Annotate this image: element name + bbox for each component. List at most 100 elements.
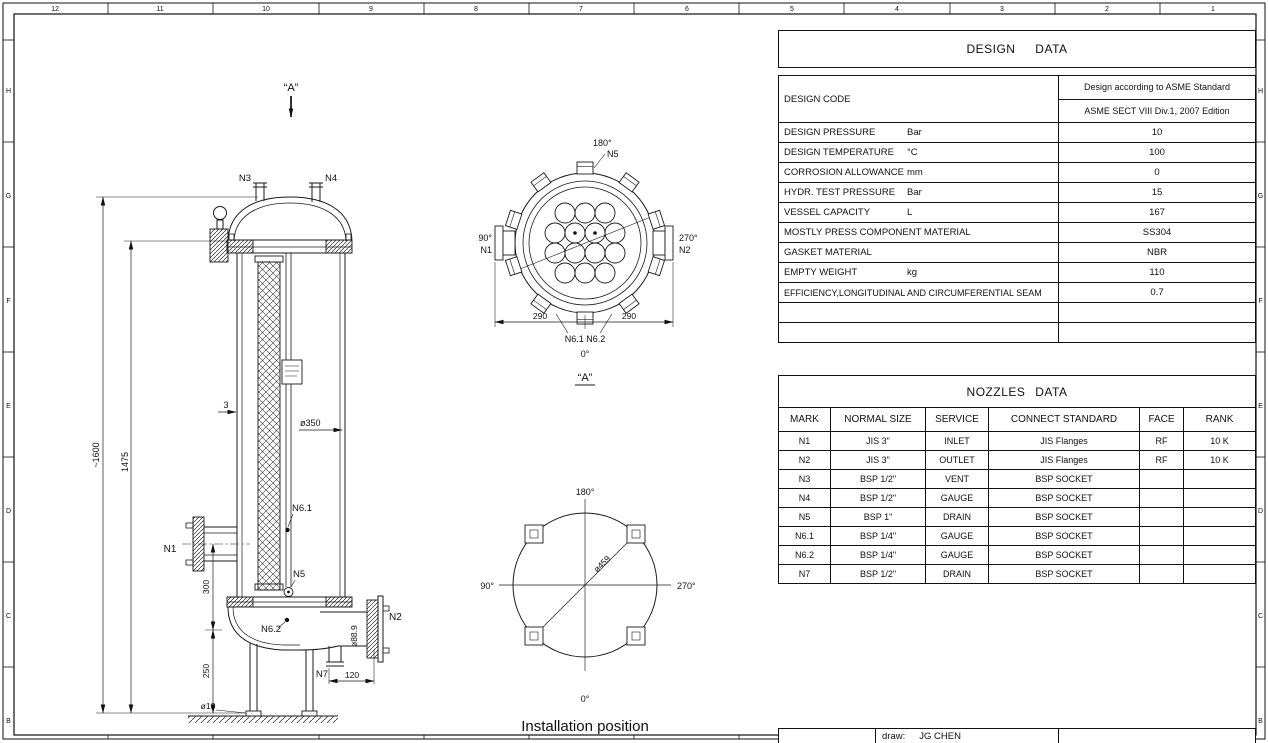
nozzle-label-n2: N2: [389, 612, 402, 623]
dim-shell-diameter: ø350: [300, 418, 321, 428]
grid-row-label: F: [6, 298, 10, 305]
title-block-cell: [779, 729, 876, 743]
grid-row-label: B: [6, 718, 11, 725]
nozzle-label-n5: N5: [293, 569, 305, 580]
nozzle-label-n6-1: N6.1: [292, 503, 312, 514]
design-data-title: DESIGN DATA: [778, 30, 1256, 68]
dim-wall-thickness: 3: [223, 400, 228, 410]
grid-col-label: 5: [790, 6, 794, 13]
row-value: 167: [1149, 207, 1165, 218]
dim-overall-height: ~1600: [91, 442, 101, 467]
row-unit: °C: [907, 147, 918, 158]
table-row-design-code: DESIGN CODE Design according to ASME Sta…: [779, 76, 1255, 122]
table-row: GASKET MATERIAL NBR: [779, 242, 1255, 262]
design-code-value-top: Design according to ASME Standard: [1083, 82, 1231, 93]
grid-row-label: E: [1258, 403, 1263, 410]
dim-250: 250: [201, 664, 211, 678]
grid-row-label: D: [6, 508, 11, 515]
nozzle-label-n6-section: N6.1 N6.2: [565, 334, 606, 344]
row-label: HYDR. TEST PRESSURE: [784, 187, 896, 198]
table-row-empty: [779, 302, 1255, 322]
design-code-value-bottom: ASME SECT VIII Div.1, 2007 Edition: [1059, 98, 1255, 123]
row-label: MOSTLY PRESS COMPONENT MATERIAL: [784, 227, 971, 238]
row-value: 0.7: [1150, 287, 1164, 298]
row-label: DESIGN CODE: [784, 93, 851, 105]
column-header: FACE: [1140, 408, 1184, 431]
row-unit: kg: [907, 267, 918, 278]
dim-anchor-bolt: ø18: [201, 701, 216, 711]
table-row: VESSEL CAPACITY L 167: [779, 202, 1255, 222]
angle-label-90: 90°: [478, 233, 492, 243]
dim-300: 300: [201, 580, 211, 594]
angle-label-180: 180°: [593, 138, 612, 148]
draw-value: JG CHEN: [919, 731, 961, 742]
dim-290-left: 290: [533, 311, 547, 321]
row-value: 15: [1151, 187, 1163, 198]
nozzle-label-n7: N7: [316, 669, 328, 680]
grid-col-label: 3: [1000, 6, 1004, 13]
grid-col-label: 4: [895, 6, 899, 13]
draw-label: draw:: [882, 731, 906, 742]
vessel-elevation-drawing: [96, 96, 390, 723]
section-view-labels: 180° N5 90° N1 270° N2 290 290 N6.1 N6.2…: [478, 138, 698, 384]
grid-row-label: H: [1258, 88, 1263, 95]
dim-inner-height: 1475: [120, 452, 130, 472]
angle-label-0: 0°: [581, 349, 590, 359]
row-unit: L: [907, 207, 913, 218]
grid-row-label: G: [6, 193, 11, 200]
installation-caption: Installation position: [521, 718, 649, 735]
angle-label-180-install: 180°: [576, 487, 595, 497]
grid-col-label: 10: [262, 6, 270, 13]
row-unit: Bar: [907, 127, 922, 138]
nozzle-label-n2-section: N2: [679, 245, 691, 255]
grid-row-label: C: [1258, 613, 1263, 620]
grid-row-label: C: [6, 613, 11, 620]
angle-label-270: 270°: [679, 233, 698, 243]
nozzles-data-panel: NOZZLES DATA MARK NORMAL SIZE SERVICE CO…: [778, 375, 1256, 584]
row-unit: mm: [907, 167, 923, 178]
row-value: 10: [1151, 127, 1163, 138]
row-label: DESIGN TEMPERATURE: [784, 147, 894, 158]
row-label: VESSEL CAPACITY: [784, 207, 871, 218]
vessel-elevation-labels: “A” N3 N4 N1 N2 N6.1 N5 N6.2 N7 ~1600 14…: [91, 82, 402, 711]
row-value: NBR: [1146, 247, 1168, 258]
nozzle-label-n5-section: N5: [607, 149, 619, 159]
grid-col-label: 6: [685, 6, 689, 13]
row-value: 110: [1149, 267, 1165, 278]
row-label: EMPTY WEIGHT: [784, 267, 858, 278]
column-header: SERVICE: [926, 408, 989, 431]
design-data-panel: DESIGN DATA DESIGN CODE Design according…: [778, 30, 1256, 343]
row-label: DESIGN PRESSURE: [784, 127, 876, 138]
row-label: GASKET MATERIAL: [784, 247, 872, 258]
angle-label-90-install: 90°: [480, 581, 494, 591]
row-unit: Bar: [907, 187, 922, 198]
row-value: 0: [1154, 167, 1160, 178]
grid-col-label: 7: [579, 6, 583, 13]
title-block-cell: [1059, 729, 1255, 743]
installation-view-labels: 180° 90° 270° 0° ø459 Installation posit…: [480, 487, 696, 735]
column-header: CONNECT STANDARD: [989, 408, 1140, 431]
grid-row-label: H: [6, 88, 11, 95]
grid-col-label: 11: [156, 6, 163, 13]
table-row: MOSTLY PRESS COMPONENT MATERIAL SS304: [779, 222, 1255, 242]
angle-label-270-install: 270°: [677, 581, 696, 591]
grid-col-label: 1: [1211, 6, 1215, 13]
title-block: draw: JG CHEN: [778, 728, 1256, 743]
grid-row-label: G: [1258, 193, 1263, 200]
grid-col-label: 8: [474, 6, 478, 13]
grid-row-label: D: [1258, 508, 1263, 515]
column-header: NORMAL SIZE: [831, 408, 926, 431]
column-header: RANK: [1205, 414, 1234, 425]
section-view-a: [494, 153, 674, 386]
nozzles-data-table: MARK NORMAL SIZE SERVICE CONNECT STANDAR…: [778, 407, 1256, 584]
